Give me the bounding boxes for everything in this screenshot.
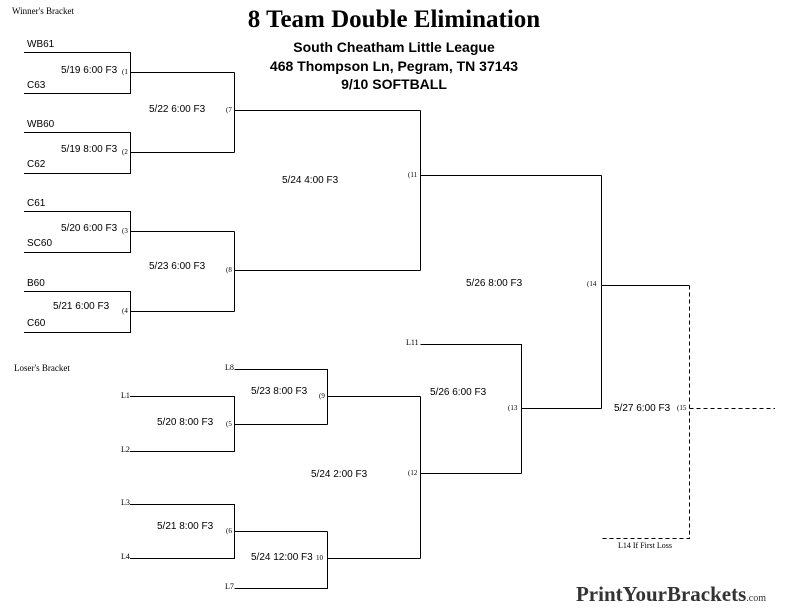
game-9-schedule: 5/23 8:00 F3	[251, 386, 308, 397]
game-11-number: (11	[408, 171, 418, 179]
game-4-schedule: 5/21 6:00 F3	[53, 301, 110, 312]
game-7-number: (7	[226, 106, 232, 114]
bracket-game-11	[420, 110, 602, 271]
bracket-game-5	[130, 396, 328, 452]
game-11-schedule: 5/24 4:00 F3	[282, 175, 339, 186]
team-slot: C61	[27, 198, 46, 209]
logo-suffix: .com	[746, 593, 766, 604]
game-1-number: (1	[122, 68, 128, 76]
loser-slot: L8	[225, 363, 234, 372]
game-2-number: (2	[122, 148, 128, 156]
bracket-game-2	[24, 132, 235, 174]
team-slot: C60	[27, 318, 46, 329]
loser-slot: L4	[121, 552, 130, 561]
loser-slot: L1	[121, 391, 130, 400]
game-13-number: (13	[508, 404, 518, 412]
game-14-number: (14	[587, 280, 597, 288]
game-6-schedule: 5/21 8:00 F3	[157, 521, 214, 532]
bracket-game-10	[234, 531, 421, 589]
game-13-schedule: 5/26 6:00 F3	[430, 387, 487, 398]
page-title: 8 Team Double Elimination	[247, 6, 541, 33]
game-5-number: (5	[226, 420, 232, 428]
game-1-schedule: 5/19 6:00 F3	[61, 65, 118, 76]
loser-slot: L7	[225, 582, 234, 591]
game-4-number: (4	[122, 307, 128, 315]
print-your-brackets-logo[interactable]: PrintYourBrackets.com	[576, 582, 766, 607]
logo-text: PrintYourBrackets	[575, 582, 747, 606]
team-slot: C63	[27, 80, 46, 91]
bracket-game-7	[234, 72, 421, 153]
game-8-number: (8	[226, 266, 232, 274]
game-3-number: (3	[122, 227, 128, 235]
bracket-game-1	[24, 52, 235, 94]
bracket-game-14	[601, 175, 690, 409]
team-slot: C62	[27, 159, 46, 170]
loser-slot: L11	[406, 338, 419, 347]
loser-slot: L3	[121, 498, 130, 507]
game-12-schedule: 5/24 2:00 F3	[311, 469, 368, 480]
team-slot: B60	[27, 278, 45, 289]
bracket-game-4	[24, 291, 235, 333]
bracket-game-6	[130, 504, 328, 559]
if-necessary-bracket	[601, 285, 775, 539]
game-2-schedule: 5/19 8:00 F3	[61, 144, 118, 155]
game-5-schedule: 5/20 8:00 F3	[157, 417, 214, 428]
bracket-game-8	[234, 231, 421, 312]
game-9-number: (9	[319, 392, 325, 400]
league-address: 468 Thompson Ln, Pegram, TN 37143	[269, 58, 519, 74]
game-15-number: (15	[677, 404, 687, 412]
team-slot: WB60	[27, 119, 55, 130]
league-name: South Cheatham Little League	[293, 39, 495, 55]
loser-slot: L2	[121, 445, 130, 454]
if-first-loss-note: L14 If First Loss	[618, 541, 672, 550]
game-10-schedule: 5/24 12:00 F3	[251, 552, 313, 563]
game-7-schedule: 5/22 6:00 F3	[149, 104, 206, 115]
game-8-schedule: 5/23 6:00 F3	[149, 261, 206, 272]
game-6-number: (6	[226, 527, 232, 535]
team-slot: WB61	[27, 39, 55, 50]
bracket-game-13	[420, 344, 602, 474]
game-3-schedule: 5/20 6:00 F3	[61, 223, 118, 234]
game-15-schedule: 5/27 6:00 F3	[614, 403, 671, 414]
bracket-game-9	[234, 369, 421, 425]
losers-bracket-label: Loser's Bracket	[14, 363, 70, 373]
game-10-number: 10	[316, 554, 323, 562]
game-14-schedule: 5/26 8:00 F3	[466, 278, 523, 289]
division-name: 9/10 SOFTBALL	[341, 76, 447, 92]
team-slot: SC60	[27, 238, 53, 249]
bracket-game-3	[24, 211, 235, 253]
bracket-game-12	[420, 396, 522, 559]
game-12-number: (12	[408, 469, 418, 477]
winners-bracket-label: Winner's Bracket	[12, 6, 74, 16]
